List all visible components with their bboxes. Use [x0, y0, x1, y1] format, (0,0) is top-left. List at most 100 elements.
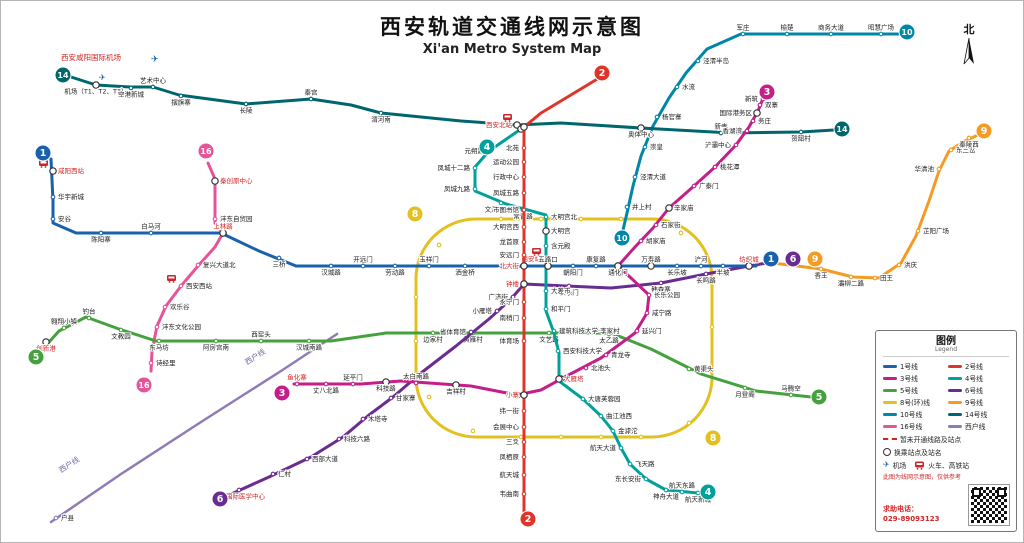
station-label: 西安西站: [186, 281, 213, 290]
station-label: 汉城南路: [296, 343, 323, 352]
station-dot-interchange: [555, 375, 563, 383]
train-station-icon: [39, 160, 48, 168]
line-badge-2: 2: [593, 64, 611, 82]
station-dot: [426, 394, 432, 400]
legend-line-sample: [883, 400, 897, 404]
station-label: 香王: [815, 271, 829, 280]
station-label: 元朔路: [465, 146, 485, 155]
station-label: 欢乐谷: [170, 302, 190, 311]
station-dot: [118, 327, 124, 333]
station-dot: [388, 395, 394, 401]
legend-line-sample: [948, 412, 962, 416]
station-dot: [212, 216, 218, 222]
station-label: 会展中心: [493, 422, 520, 431]
station-label: 龙首原: [500, 237, 520, 246]
station-label: 秦宫: [305, 88, 318, 97]
airport-icon: ✈: [99, 73, 106, 82]
station-dot: [243, 101, 249, 107]
station-label: 昭慧广场: [868, 23, 895, 32]
station-dot: [674, 263, 680, 269]
station-label: 行政中心: [493, 172, 520, 181]
station-label: 浐河: [695, 255, 709, 264]
station-label: 太白南路: [403, 372, 430, 381]
station-dot: [270, 471, 276, 477]
station-dot: [336, 436, 342, 442]
station-dot: [150, 84, 156, 90]
station-dot: [744, 128, 750, 134]
legend-line-label: 10号线: [900, 411, 923, 420]
station-dot: [644, 310, 650, 316]
station-dot: [718, 130, 724, 136]
station-label: 西部大道: [312, 454, 339, 463]
station-label: 西安科技大学: [563, 346, 603, 355]
line-badge-8: 8: [406, 205, 424, 223]
station-dot: [195, 262, 201, 268]
metro-line-6: 西安国际医学中心仁村西部大道科技六路木塔寺甘家寨省体育馆小雁塔广济街长乐门韩森寨…: [212, 260, 775, 502]
station-dot: [156, 338, 162, 344]
station-dot: [413, 338, 419, 344]
legend-line-label: 2号线: [965, 363, 983, 372]
station-label: 大明宫: [551, 226, 571, 235]
help-phone-block: 求助电话： 029-89093123: [883, 505, 939, 525]
svg-text:16: 16: [138, 381, 150, 390]
station-label: 玉祥门: [419, 255, 439, 264]
station-label: 延兴门: [642, 326, 662, 335]
station-label: 延平门: [343, 373, 363, 382]
station-dot: [148, 230, 154, 236]
legend-line-sample: [948, 388, 962, 392]
line-badge-8: 8: [704, 429, 722, 447]
station-dot: [674, 84, 680, 90]
station-label: 水流: [682, 82, 696, 91]
station-dot-interchange: [647, 262, 655, 270]
station-label: 文景山公园: [485, 205, 518, 214]
station-label: 五路口: [538, 255, 558, 264]
train-station-icon: [503, 114, 512, 122]
station-label: 甘家寨: [396, 393, 416, 402]
station-dot-interchange: [452, 381, 460, 389]
station-label: 大差市: [551, 286, 571, 295]
station-dot: [154, 324, 160, 330]
station-dot: [50, 194, 56, 200]
legend-line-sample: [883, 376, 897, 380]
station-dot: [53, 515, 59, 521]
station-label: 西安国际医学中心: [213, 492, 266, 501]
station-dot: [148, 360, 154, 366]
legend-line-label: 16号线: [900, 423, 923, 432]
station-label: 半坡: [717, 268, 731, 277]
station-dot: [566, 283, 572, 289]
station-dot: [788, 392, 794, 398]
station-dot: [294, 381, 300, 387]
station-dot: [178, 283, 184, 289]
station-dot: [603, 352, 609, 358]
station-dot: [896, 262, 902, 268]
station-dot: [678, 230, 684, 236]
station-dot: [610, 428, 616, 434]
line-badge-4: 4: [699, 483, 717, 501]
station-dot: [709, 324, 715, 330]
svg-text:10: 10: [901, 28, 913, 37]
station-dot: [521, 239, 527, 245]
station-label: 辛家庙: [674, 203, 694, 212]
line-badge-10: 10: [898, 23, 916, 41]
legend-line-label: 5号线: [900, 387, 918, 396]
xihu-line-label: 西户线: [57, 454, 82, 475]
station-label: 纺织城: [739, 255, 759, 264]
station-label: 黄渠头: [694, 364, 714, 373]
legend-item: 8号(环)线: [883, 397, 944, 407]
station-dot: [323, 381, 329, 387]
metro-line-1: 咸阳西站华宇新城安谷陈阳寨白马河上林路三桥汉城路开远门劳动路玉祥门洒金桥五路口朝…: [39, 157, 760, 278]
station-dot: [598, 434, 604, 440]
line-badge-9: 9: [806, 250, 824, 268]
legend-line-label: 14号线: [965, 411, 988, 420]
station-label: 户县: [61, 513, 75, 522]
svg-text:8: 8: [710, 433, 717, 444]
station-dot-interchange: [520, 280, 528, 288]
station-dot: [128, 85, 134, 91]
station-label: 韦曲南: [500, 489, 520, 498]
legend-line-label: 6号线: [965, 387, 983, 396]
station-label: 上林路: [213, 222, 233, 231]
station-label: 沣东自贸园: [220, 214, 253, 223]
station-dot: [686, 366, 692, 372]
